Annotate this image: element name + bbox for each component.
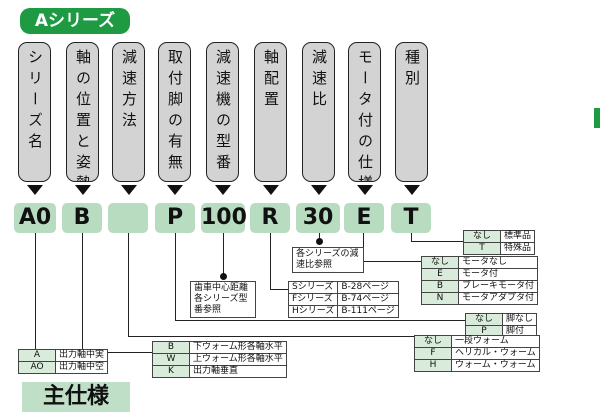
code-motor: E: [344, 203, 384, 233]
arrow-down-icon: [75, 185, 91, 195]
table-row: なしモータなし: [421, 256, 539, 269]
connector-dot: [316, 238, 323, 245]
model-note: 歯車中心距離各シリーズ型番参照: [190, 281, 256, 318]
arrow-down-icon: [121, 185, 137, 195]
header-shaft-position: 軸の位置と姿勢: [66, 42, 99, 182]
code-foot: P: [155, 203, 195, 233]
header-series-name: シリーズ名: [18, 42, 51, 182]
header-kind: 種別: [395, 42, 428, 182]
arrow-down-icon: [263, 185, 279, 195]
ratio-note: 各シリーズの減速比参照: [292, 247, 364, 273]
header-reduction-ratio: 減速比: [302, 42, 335, 182]
code-kind: T: [391, 203, 431, 233]
table-row: なし一段ウォーム: [414, 335, 540, 348]
arrow-down-icon: [27, 185, 43, 195]
table-row: なし脚なし: [465, 313, 538, 326]
series-tag: Aシリーズ: [20, 8, 130, 34]
code-series: A0: [14, 203, 56, 233]
code-ratio: 30: [296, 203, 340, 233]
code-model: 100: [201, 203, 247, 233]
arrow-down-icon: [167, 185, 183, 195]
header-reducer-model: 減速機の型番: [206, 42, 239, 182]
code-arrangement: R: [250, 203, 290, 233]
arrow-down-icon: [357, 185, 373, 195]
code-position: B: [62, 203, 102, 233]
header-reduction-method: 減速方法: [112, 42, 145, 182]
header-motor-spec: モータ付の仕様: [348, 42, 381, 182]
side-accent-bar: [594, 108, 600, 128]
arrow-down-icon: [311, 185, 327, 195]
arrow-down-icon: [215, 185, 231, 195]
header-shaft-arrangement: 軸配置: [254, 42, 287, 182]
main-spec-heading: 主仕様: [22, 382, 130, 412]
code-method: [108, 203, 148, 233]
header-mounting-foot: 取付脚の有無: [158, 42, 191, 182]
table-row: なし標準品: [463, 230, 536, 243]
connector-dot: [220, 273, 227, 280]
arrow-down-icon: [404, 185, 420, 195]
